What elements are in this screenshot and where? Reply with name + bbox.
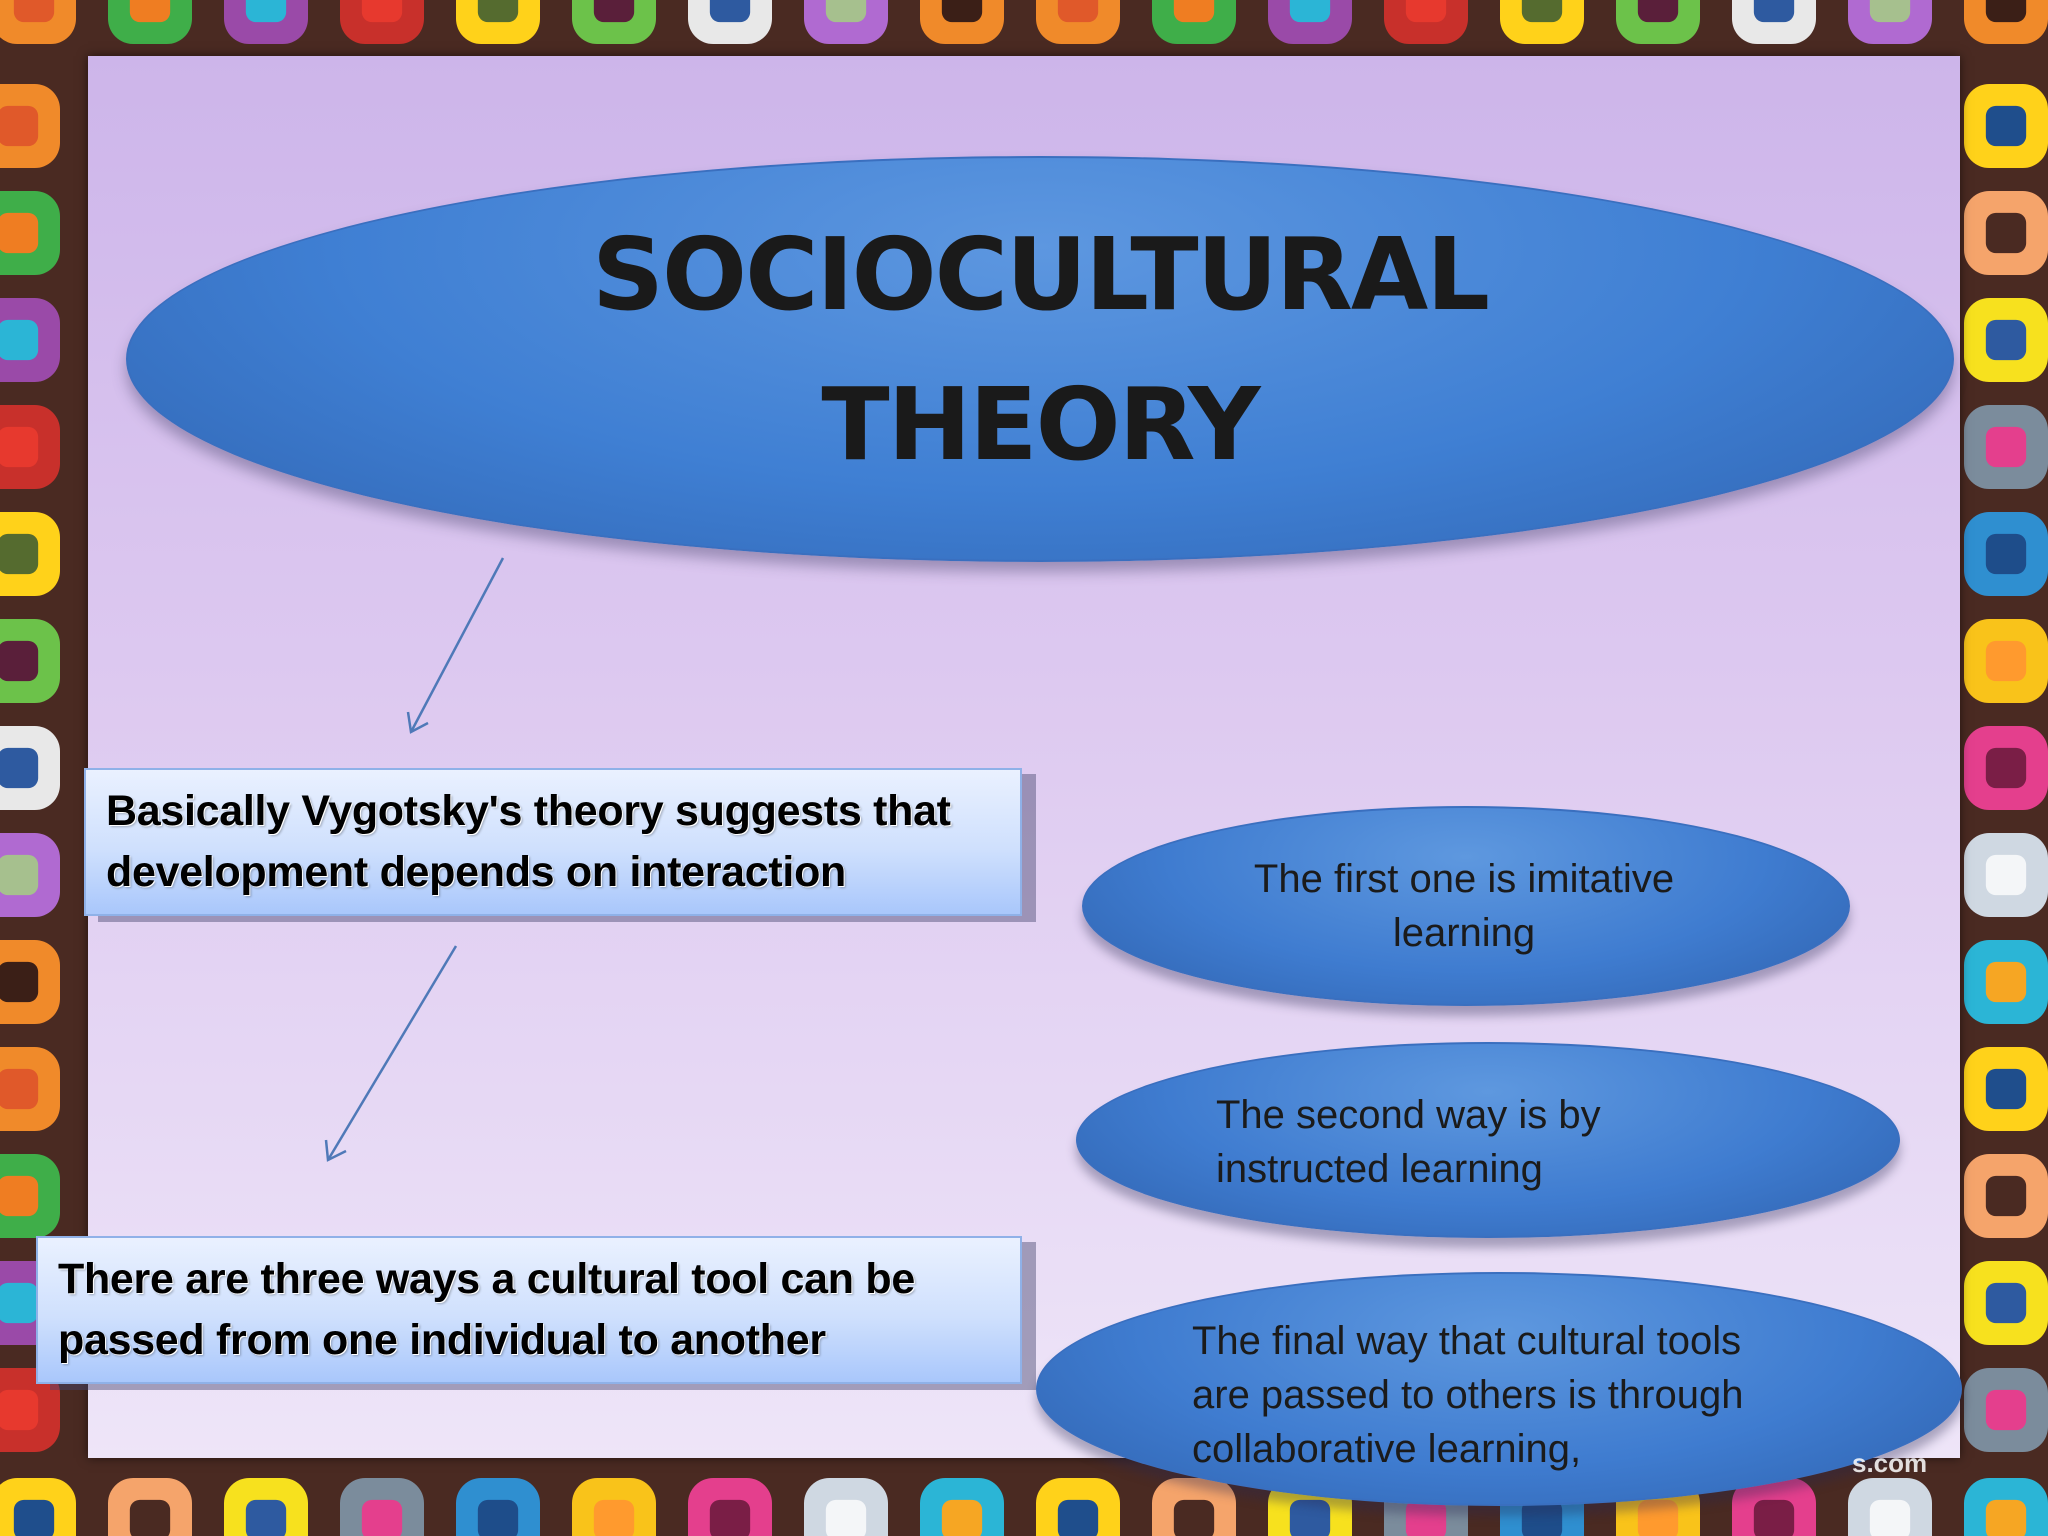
border-tile-center bbox=[1521, 1499, 1563, 1536]
border-tile-center bbox=[0, 1068, 39, 1110]
border-tile-center bbox=[0, 533, 39, 575]
border-tile-center bbox=[361, 0, 403, 23]
border-tile-center bbox=[0, 1282, 39, 1324]
border-tile-center bbox=[1637, 1499, 1679, 1536]
border-tile-center bbox=[1985, 747, 2027, 789]
border-tile-center bbox=[593, 0, 635, 23]
imitative-learning-text: The first one is imitative learning bbox=[1082, 852, 1846, 960]
oval3-line-3: collaborative learning, bbox=[1192, 1427, 1582, 1471]
collaborative-learning-text: The final way that cultural tools are pa… bbox=[1192, 1314, 1912, 1476]
watermark-text: s.com bbox=[1852, 1448, 1928, 1478]
instructed-learning-oval bbox=[1076, 1042, 1900, 1238]
border-tile-center bbox=[1521, 0, 1563, 23]
border-tile-center bbox=[0, 426, 39, 468]
box2-line-1: There are three ways a cultural tool can… bbox=[58, 1255, 915, 1303]
border-tile-center bbox=[1869, 0, 1911, 23]
oval3-line-2: are passed to others is through bbox=[1192, 1373, 1744, 1417]
border-tile-center bbox=[941, 1499, 983, 1536]
border-tile-center bbox=[709, 1499, 751, 1536]
border-tile-center bbox=[13, 1499, 55, 1536]
border-tile-center bbox=[477, 1499, 519, 1536]
border-tile-center bbox=[1985, 961, 2027, 1003]
box2-line-2: passed from one individual to another bbox=[58, 1316, 826, 1364]
border-tile-center bbox=[13, 0, 55, 23]
border-tile-center bbox=[1057, 0, 1099, 23]
oval1-line-1: The first one is imitative bbox=[1253, 857, 1675, 901]
imitative-learning-oval bbox=[1082, 806, 1850, 1006]
border-tile-center bbox=[1173, 1499, 1215, 1536]
border-tile-center bbox=[1985, 212, 2027, 254]
border-tile-center bbox=[1289, 1499, 1331, 1536]
border-tile-center bbox=[1057, 1499, 1099, 1536]
border-tile-center bbox=[1985, 0, 2027, 23]
border-tile-center bbox=[245, 1499, 287, 1536]
border-tile-center bbox=[1985, 854, 2027, 896]
border-tile-center bbox=[129, 1499, 171, 1536]
border-tile-center bbox=[1985, 426, 2027, 468]
border-tile-center bbox=[1985, 533, 2027, 575]
border-tile-center bbox=[1985, 105, 2027, 147]
border-tile-center bbox=[1985, 1282, 2027, 1324]
border-tile-center bbox=[1753, 1499, 1795, 1536]
border-tile-center bbox=[825, 0, 867, 23]
border-tile-center bbox=[245, 0, 287, 23]
three-ways-text: There are three ways a cultural tool can… bbox=[38, 1249, 915, 1371]
border-tile-center bbox=[1985, 319, 2027, 361]
border-tile-center bbox=[1405, 0, 1447, 23]
border-tile-center bbox=[1985, 1499, 2027, 1536]
title-line-2: THEORY bbox=[821, 366, 1260, 483]
border-tile-center bbox=[1985, 1175, 2027, 1217]
border-tile-center bbox=[0, 1389, 39, 1431]
border-tile-center bbox=[0, 212, 39, 254]
oval1-line-2: learning bbox=[1392, 911, 1536, 955]
border-tile-center bbox=[1405, 1499, 1447, 1536]
border-tile-center bbox=[1753, 0, 1795, 23]
title-line-1: SOCIOCULTURAL bbox=[592, 216, 1490, 333]
border-tile-center bbox=[1985, 1068, 2027, 1110]
border-tile-center bbox=[1985, 640, 2027, 682]
border-tile-center bbox=[941, 0, 983, 23]
border-tile-center bbox=[0, 1175, 39, 1217]
border-tile-center bbox=[0, 105, 39, 147]
box1-line-2: development depends on interaction bbox=[106, 848, 847, 896]
box1-line-1: Basically Vygotsky's theory suggests tha… bbox=[106, 787, 951, 835]
three-ways-box: There are three ways a cultural tool can… bbox=[36, 1236, 1022, 1384]
border-tile-center bbox=[825, 1499, 867, 1536]
border-tile-center bbox=[0, 319, 39, 361]
border-tile-center bbox=[0, 747, 39, 789]
border-tile-center bbox=[1869, 1499, 1911, 1536]
border-tile-center bbox=[0, 854, 39, 896]
border-tile-center bbox=[1985, 1389, 2027, 1431]
title-ellipse: SOCIOCULTURAL THEORY bbox=[126, 156, 1954, 562]
border-tile-center bbox=[593, 1499, 635, 1536]
border-tile-center bbox=[1289, 0, 1331, 23]
slide-title: SOCIOCULTURAL THEORY bbox=[592, 200, 1490, 500]
vygotsky-theory-box: Basically Vygotsky's theory suggests tha… bbox=[84, 768, 1022, 916]
border-tile-center bbox=[1637, 0, 1679, 23]
border-tile-center bbox=[477, 0, 519, 23]
vygotsky-theory-text: Basically Vygotsky's theory suggests tha… bbox=[86, 781, 951, 903]
border-tile-center bbox=[0, 640, 39, 682]
border-tile-center bbox=[129, 0, 171, 23]
oval2-line-2: instructed learning bbox=[1216, 1147, 1543, 1191]
border-tile-center bbox=[709, 0, 751, 23]
border-tile-center bbox=[0, 961, 39, 1003]
collaborative-learning-oval bbox=[1036, 1272, 1962, 1506]
oval2-line-1: The second way is by bbox=[1216, 1093, 1601, 1137]
border-tile-center bbox=[361, 1499, 403, 1536]
instructed-learning-text: The second way is by instructed learning bbox=[1216, 1088, 1816, 1196]
border-tile-center bbox=[1173, 0, 1215, 23]
oval3-line-1: The final way that cultural tools bbox=[1192, 1319, 1742, 1363]
